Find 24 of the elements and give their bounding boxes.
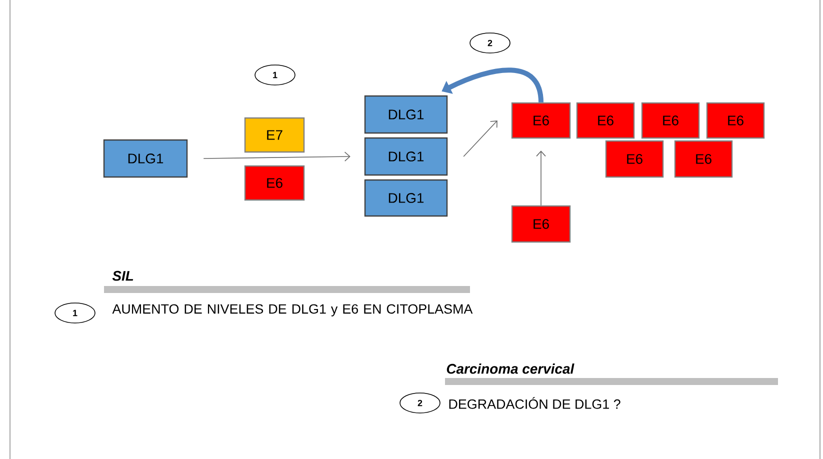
protein-box: E6 xyxy=(511,102,571,139)
protein-box: DLG1 xyxy=(364,179,448,217)
protein-box: E6 xyxy=(706,102,765,139)
step-number: 2 xyxy=(400,392,440,414)
step-number: 1 xyxy=(54,302,96,324)
statement: DEGRADACIÓN DE DLG1 ? xyxy=(449,397,620,409)
protein-box: E7 xyxy=(244,117,305,153)
arrow xyxy=(463,120,498,157)
step-number: 1 xyxy=(254,64,296,86)
heading: SIL xyxy=(112,270,134,281)
protein-box: DLG1 xyxy=(364,95,448,134)
statement: AUMENTO DE NIVELES DE DLG1 y E6 EN CITOPLASMA xyxy=(112,304,473,316)
arrow xyxy=(536,150,546,206)
protein-box: DLG1 xyxy=(103,139,188,178)
arrow xyxy=(203,152,350,162)
protein-box: E6 xyxy=(244,165,305,201)
protein-box: E6 xyxy=(641,102,700,139)
protein-box: E6 xyxy=(674,140,733,178)
protein-box: E6 xyxy=(605,140,664,178)
protein-box: E6 xyxy=(576,102,635,139)
heading: Carcinoma cervical xyxy=(446,364,574,374)
protein-box: E6 xyxy=(511,205,571,243)
protein-box: DLG1 xyxy=(364,137,448,176)
step-number: 2 xyxy=(470,32,510,54)
